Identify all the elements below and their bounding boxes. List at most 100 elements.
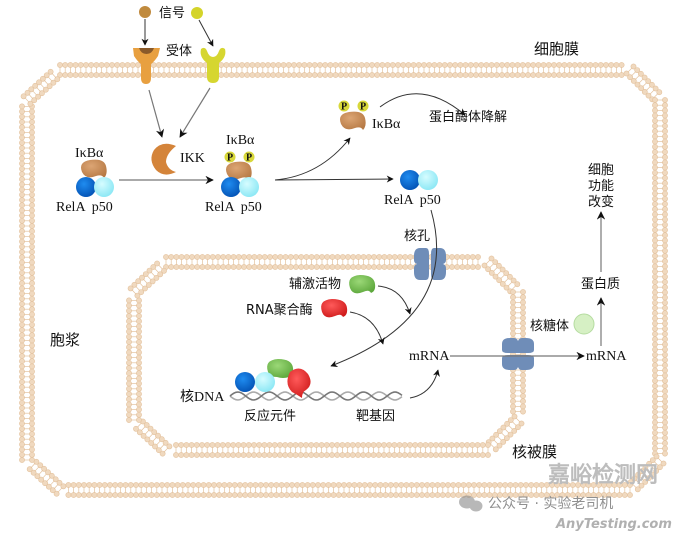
lipid-head [256, 452, 263, 458]
lipid-head [136, 385, 142, 392]
lipid-head [47, 68, 54, 75]
lipid-head [483, 72, 490, 78]
lipid-head [322, 72, 329, 78]
lipid-head [19, 212, 25, 219]
lipid-head [235, 264, 242, 270]
lipid-head [510, 393, 516, 399]
lipid-head [19, 254, 25, 261]
lipid-head [19, 217, 25, 224]
lipid-head [135, 72, 141, 78]
lipid-head [150, 72, 157, 78]
lipid-head [652, 164, 658, 171]
lipid-head [452, 62, 459, 68]
lipid-head [327, 62, 334, 68]
response-element-label: 反应元件 [244, 408, 296, 424]
lipid-head [188, 442, 195, 448]
lipid-head [652, 247, 658, 254]
mrna-cytoplasm-label: mRNA [586, 349, 627, 364]
lipid-head [183, 254, 190, 260]
lipid-head [329, 452, 335, 458]
lipid-head [241, 264, 247, 270]
lipid-head [545, 62, 552, 68]
lipid-head [138, 492, 145, 498]
lipid-head [464, 254, 471, 260]
lipid-head [662, 346, 668, 353]
lipid-tail [137, 422, 142, 428]
lipid-head [510, 315, 516, 321]
lipid-head [237, 492, 243, 498]
lipid-head [441, 62, 448, 68]
lipid-tail [43, 80, 49, 85]
lipid-head [19, 233, 25, 240]
lipid-head [261, 254, 268, 260]
lipid-head [289, 482, 295, 488]
lipid-head [662, 237, 668, 244]
ikba-protein-3 [340, 111, 366, 130]
lipid-head [387, 492, 394, 498]
lipid-head [652, 190, 658, 197]
lipid-head [29, 295, 35, 302]
lipid-head [153, 492, 160, 498]
lipid-tail [631, 71, 637, 77]
lipid-head [296, 72, 303, 78]
lipid-head [147, 425, 154, 432]
lipid-head [62, 62, 69, 68]
lipid-head [652, 299, 658, 306]
lipid-head [29, 332, 35, 339]
rela-subunit-2 [221, 177, 241, 197]
lipid-head [19, 301, 25, 307]
lipid-head [475, 264, 481, 270]
lipid-head [19, 119, 25, 125]
lipid-head [662, 310, 668, 317]
lipid-head [582, 72, 589, 78]
lipid-head [112, 482, 119, 488]
lipid-head [424, 482, 431, 488]
arrow-nfkb-to-dna [330, 209, 438, 368]
lipid-head [662, 367, 668, 374]
lipid-head [93, 72, 100, 78]
lipid-head [453, 452, 460, 458]
lipid-head [126, 323, 132, 330]
lipid-head [254, 72, 261, 78]
lipid-head [318, 442, 325, 448]
lipid-head [662, 331, 668, 337]
lipid-head [144, 436, 151, 443]
lipid-tail [131, 289, 137, 295]
signal-molecule-brown [139, 6, 151, 18]
lipid-head [597, 62, 604, 68]
lipid-head [488, 269, 495, 276]
lipid-head [662, 227, 668, 233]
lipid-head [662, 320, 668, 327]
lipid-head [29, 243, 35, 250]
lipid-head [335, 482, 342, 488]
lipid-head [233, 72, 240, 78]
lipid-head [652, 383, 658, 389]
lipid-head [455, 492, 462, 498]
lipid-head [29, 119, 35, 125]
p50-subunit-1 [94, 177, 114, 197]
lipid-head [309, 492, 316, 498]
lipid-head [19, 186, 25, 193]
lipid-head [27, 100, 34, 107]
lipid-head [29, 441, 35, 448]
lipid-tail [634, 74, 640, 80]
lipid-head [395, 72, 401, 78]
lipid-head [520, 372, 526, 379]
lipid-head [323, 452, 330, 458]
lipid-head [623, 70, 630, 77]
lipid-head [327, 72, 334, 78]
lipid-head [377, 492, 384, 498]
lipid-tail [504, 428, 510, 434]
lipid-head [510, 309, 516, 316]
protein-label: 蛋白质 [581, 276, 620, 292]
lipid-tail [497, 436, 502, 441]
lipid-head [510, 387, 516, 394]
lipid-head [278, 492, 285, 498]
lipid-head [225, 254, 232, 260]
lipid-head [19, 436, 25, 443]
lipid-head [247, 492, 254, 498]
lipid-head [469, 264, 476, 270]
lipid-head [652, 169, 658, 176]
lipid-head [520, 398, 526, 405]
lipid-head [652, 175, 658, 181]
